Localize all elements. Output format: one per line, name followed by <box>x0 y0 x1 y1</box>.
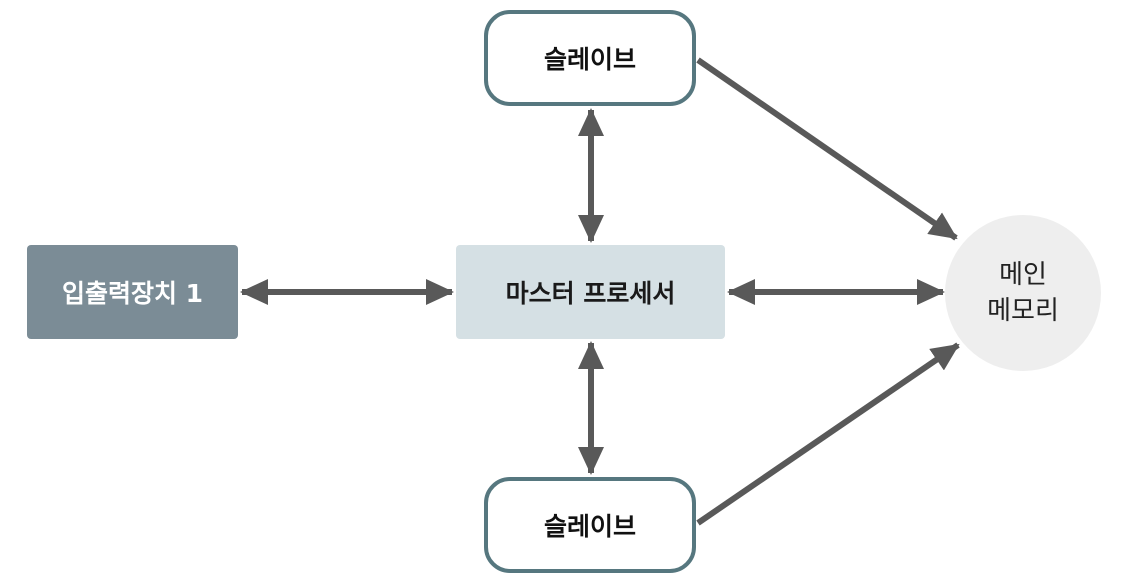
io-device-node: 입출력장치 1 <box>27 245 238 339</box>
main-memory-node: 메인 메모리 <box>945 215 1101 371</box>
main-memory-label-line1: 메인 <box>999 260 1047 290</box>
slave-top-node: 슬레이브 <box>484 10 696 106</box>
io-device-label: 입출력장치 1 <box>61 279 204 308</box>
main-memory-label-line2: 메모리 <box>987 296 1059 326</box>
arrow-slave-bottom-to-memory <box>696 342 960 526</box>
slave-bottom-label: 슬레이브 <box>543 512 636 541</box>
slave-bottom-node: 슬레이브 <box>484 477 696 573</box>
arrow-slave-top-to-memory <box>696 57 958 241</box>
master-processor-label: 마스터 프로세서 <box>505 279 676 308</box>
slave-top-label: 슬레이브 <box>543 45 636 74</box>
master-processor-node: 마스터 프로세서 <box>456 245 725 339</box>
